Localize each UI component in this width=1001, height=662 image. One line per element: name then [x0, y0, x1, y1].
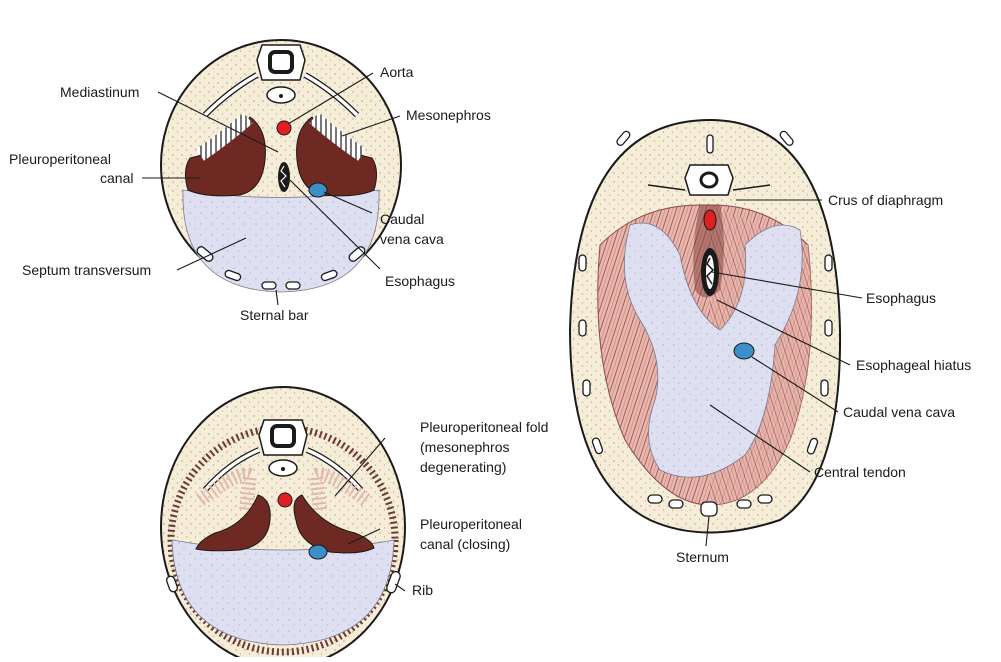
label-pleuroperitoneal-canal-closing: Pleuroperitoneal	[420, 516, 522, 532]
label-pleuroperitoneal-canal-2: canal	[100, 170, 133, 186]
caudal-vena-cava-vessel	[309, 183, 327, 197]
label-pleuroperitoneal-canal-closing-2: canal (closing)	[420, 536, 510, 552]
label-mesonephros: Mesonephros	[406, 107, 491, 123]
label-caudal-vena-cava: Caudal	[380, 211, 424, 227]
aorta-vessel-2	[278, 493, 292, 507]
section-late: Crus of diaphragm Esophagus Esophageal h…	[570, 120, 971, 565]
label-sternum: Sternum	[676, 549, 729, 565]
label-pleuroperitoneal-fold: Pleuroperitoneal fold	[420, 419, 548, 435]
vena-cava-vessel-3	[734, 343, 754, 359]
label-esophagus-3: Esophagus	[866, 290, 936, 306]
label-caudal-vena-cava-3: Caudal vena cava	[843, 404, 955, 420]
label-pleuroperitoneal-canal: Pleuroperitoneal	[9, 151, 111, 167]
label-pleuroperitoneal-fold-3: degenerating)	[420, 459, 506, 475]
label-crus-of-diaphragm: Crus of diaphragm	[828, 192, 943, 208]
label-aorta: Aorta	[380, 64, 414, 80]
label-rib: Rib	[412, 582, 433, 598]
aorta-vessel-3	[704, 210, 716, 230]
label-mediastinum: Mediastinum	[60, 84, 139, 100]
septum-transversum-region	[183, 190, 379, 292]
label-pleuroperitoneal-fold-2: (mesonephros	[420, 439, 510, 455]
label-septum-transversum: Septum transversum	[22, 262, 151, 278]
section-early: Aorta Mediastinum Mesonephros Pleuroperi…	[9, 40, 491, 323]
label-esophagus: Esophagus	[385, 273, 455, 289]
section-intermediate: Pleuroperitoneal fold (mesonephros degen…	[161, 387, 548, 657]
label-sternal-bar: Sternal bar	[240, 307, 309, 323]
label-caudal-vena-cava-2: vena cava	[380, 231, 444, 247]
vena-cava-vessel-2	[309, 545, 327, 559]
label-central-tendon: Central tendon	[814, 464, 906, 480]
label-esophageal-hiatus: Esophageal hiatus	[856, 357, 971, 373]
